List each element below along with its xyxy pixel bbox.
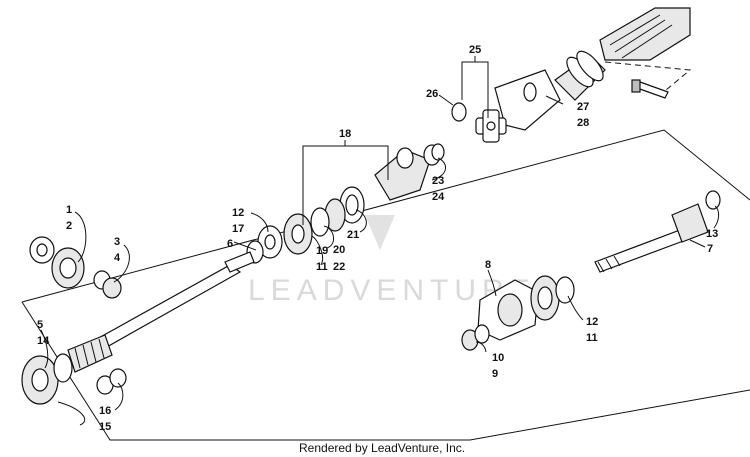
callout-16: 16: [99, 405, 111, 417]
callout-23: 23: [432, 175, 444, 187]
pinion-gear-1: [29, 236, 122, 299]
callout-17: 17: [232, 223, 244, 235]
output-shaft-7: [594, 203, 709, 273]
snap-ring-13: [705, 190, 721, 210]
callout-24: 24: [432, 191, 445, 203]
callout-18: 18: [339, 128, 351, 140]
snap-rings-16: [96, 368, 127, 395]
callout-12-lower: 12: [586, 316, 598, 328]
callout-13: 13: [706, 228, 718, 240]
u-joint-cross-25: [475, 109, 507, 143]
callout-1: 1: [66, 204, 72, 216]
clip-15: [57, 401, 86, 426]
seal-stack-19-22: [283, 186, 365, 255]
snap-ring-26: [451, 102, 467, 122]
callout-11-lower: 11: [586, 332, 598, 344]
bevel-gear-5: [21, 353, 73, 405]
bearing-23-24: [423, 143, 445, 166]
callout-6: 6: [227, 238, 233, 250]
bearing-housing-8: [477, 275, 575, 341]
callout-5: 5: [37, 319, 43, 331]
callout-7: 7: [707, 243, 713, 255]
callout-10: 10: [492, 352, 504, 364]
callout-19: 19: [316, 245, 328, 257]
callout-21: 21: [347, 229, 359, 241]
bearing-12-17: [246, 225, 283, 264]
callout-26: 26: [426, 88, 438, 100]
callout-4: 4: [114, 252, 121, 264]
callout-22: 22: [333, 261, 345, 273]
bolt-top-right: [631, 79, 669, 99]
nut-9-10: [461, 324, 490, 351]
dashed-link-top: [604, 61, 692, 96]
callout-11-upper: 11: [316, 261, 328, 273]
yoke-part-18: [374, 147, 431, 201]
boot-part-27: [554, 50, 606, 101]
callout-8: 8: [485, 259, 491, 271]
footer-credit: Rendered by LeadVenture, Inc.: [299, 441, 465, 455]
callout-20: 20: [333, 244, 345, 256]
callout-27: 27: [577, 101, 589, 113]
callout-12-upper: 12: [232, 207, 244, 219]
callout-28: 28: [577, 117, 589, 129]
callout-25: 25: [469, 44, 481, 56]
leader-lines: [40, 56, 720, 411]
callout-9: 9: [492, 368, 498, 380]
watermark-logo: [365, 215, 395, 250]
callout-15: 15: [99, 421, 111, 433]
assembly-outline-upper: [21, 129, 750, 303]
callouts: 1 2 3 4 5 6 7 8 9 10 11 11 12 12 13 14 1…: [37, 44, 718, 433]
callout-3: 3: [114, 236, 120, 248]
callout-2: 2: [66, 220, 72, 232]
drive-shaft-6: [67, 251, 255, 373]
frame-tube: [599, 7, 691, 61]
callout-14: 14: [37, 335, 50, 347]
